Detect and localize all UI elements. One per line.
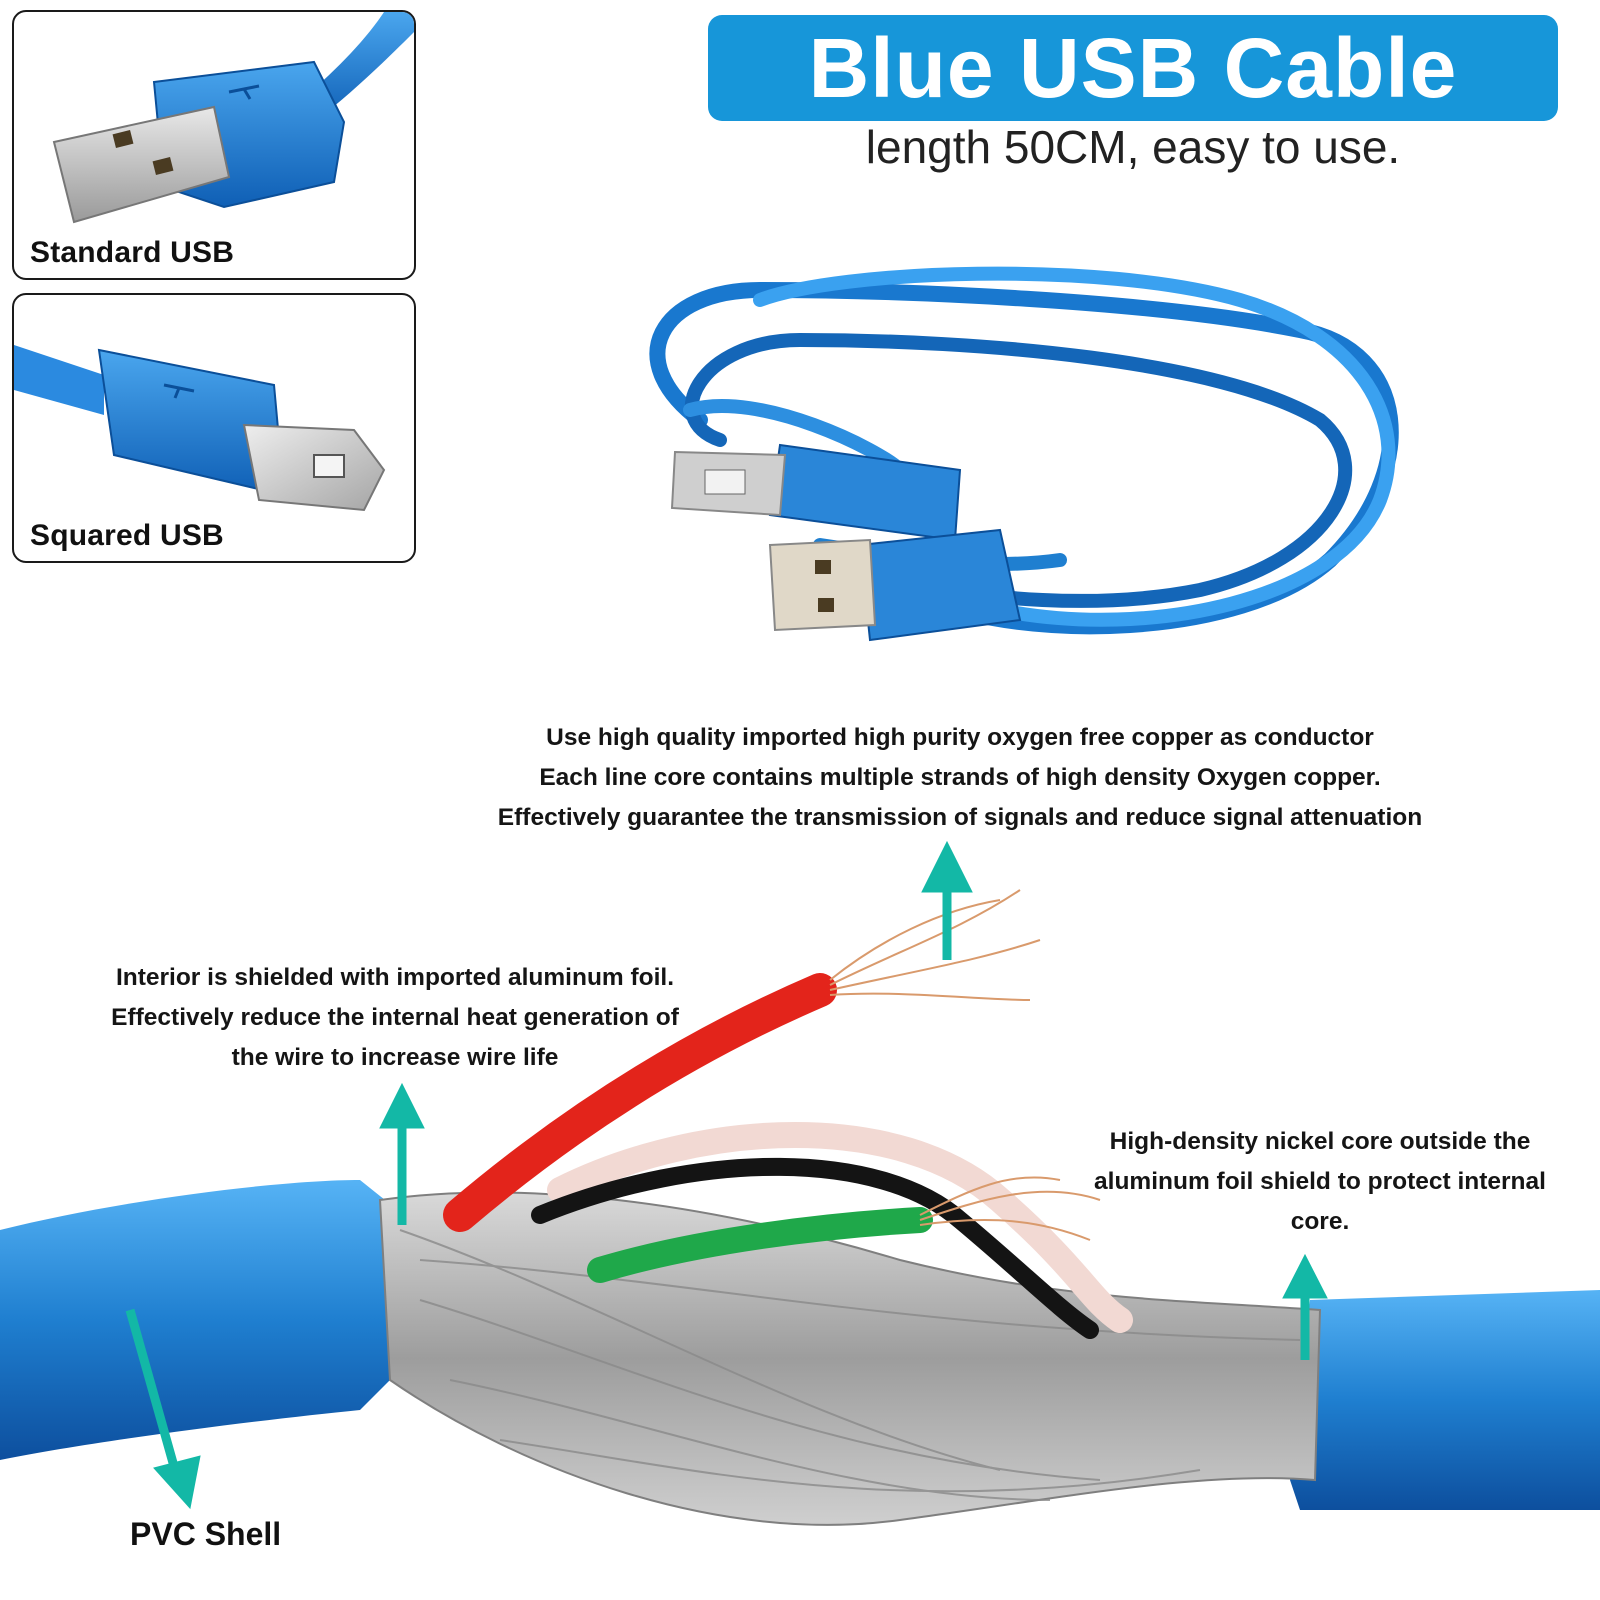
foil-annotation: Interior is shielded with imported alumi… [80, 958, 710, 1078]
pvc-shell-label: PVC Shell [130, 1516, 282, 1552]
coil-usb-type-b-plug [670, 443, 962, 542]
nickel-line-2: aluminum foil shield to protect internal [1094, 1168, 1546, 1195]
coiled-usb-cable [649, 266, 1399, 635]
foil-line-1: Interior is shielded with imported alumi… [115, 964, 675, 991]
nickel-line-1: High-density nickel core outside the [1109, 1128, 1531, 1155]
red-wire [443, 973, 837, 1232]
foil-arrow [379, 1082, 425, 1225]
copper-strands [829, 889, 1101, 1241]
green-wire [587, 1207, 933, 1283]
black-wire [531, 1157, 1099, 1339]
conductor-line-3: Effectively guarantee the transmission o… [497, 804, 1423, 831]
pvc-shell-right [1290, 1290, 1600, 1510]
usb-type-a-connector-image [52, 12, 414, 224]
callout-arrows [125, 840, 1328, 1510]
banner-subtitle: length 50CM, easy to use. [865, 121, 1401, 173]
coil-usb-type-a-plug [768, 528, 1022, 642]
conductor-annotation: Use high quality imported high purity ox… [440, 718, 1480, 838]
cable-cutaway [0, 889, 1600, 1526]
nickel-annotation: High-density nickel core outside the alu… [1060, 1122, 1580, 1242]
conductor-line-1: Use high quality imported high purity ox… [546, 724, 1374, 751]
squared-usb-inset: Squared USB [12, 293, 416, 563]
pvc-shell-left [0, 1180, 390, 1460]
white-wire [547, 1122, 1133, 1333]
conductor-line-2: Each line core contains multiple strands… [539, 764, 1381, 791]
title-banner: Blue USB Cable [708, 15, 1558, 121]
foil-line-3: the wire to increase wire life [231, 1044, 559, 1071]
foil-line-2: Effectively reduce the internal heat gen… [111, 1004, 679, 1031]
usb-type-b-connector-image [14, 345, 386, 512]
banner-title: Blue USB Cable [808, 20, 1458, 115]
standard-usb-inset: Standard USB [12, 10, 416, 280]
nickel-arrow [1282, 1253, 1328, 1360]
standard-usb-label: Standard USB [30, 236, 235, 269]
nickel-braid-strands [399, 1229, 1301, 1501]
aluminum-foil-shield [378, 1191, 1322, 1526]
nickel-line-3: core. [1290, 1208, 1350, 1235]
pvc-arrow [125, 1308, 201, 1510]
conductor-arrow [921, 840, 973, 960]
squared-usb-label: Squared USB [30, 519, 224, 552]
